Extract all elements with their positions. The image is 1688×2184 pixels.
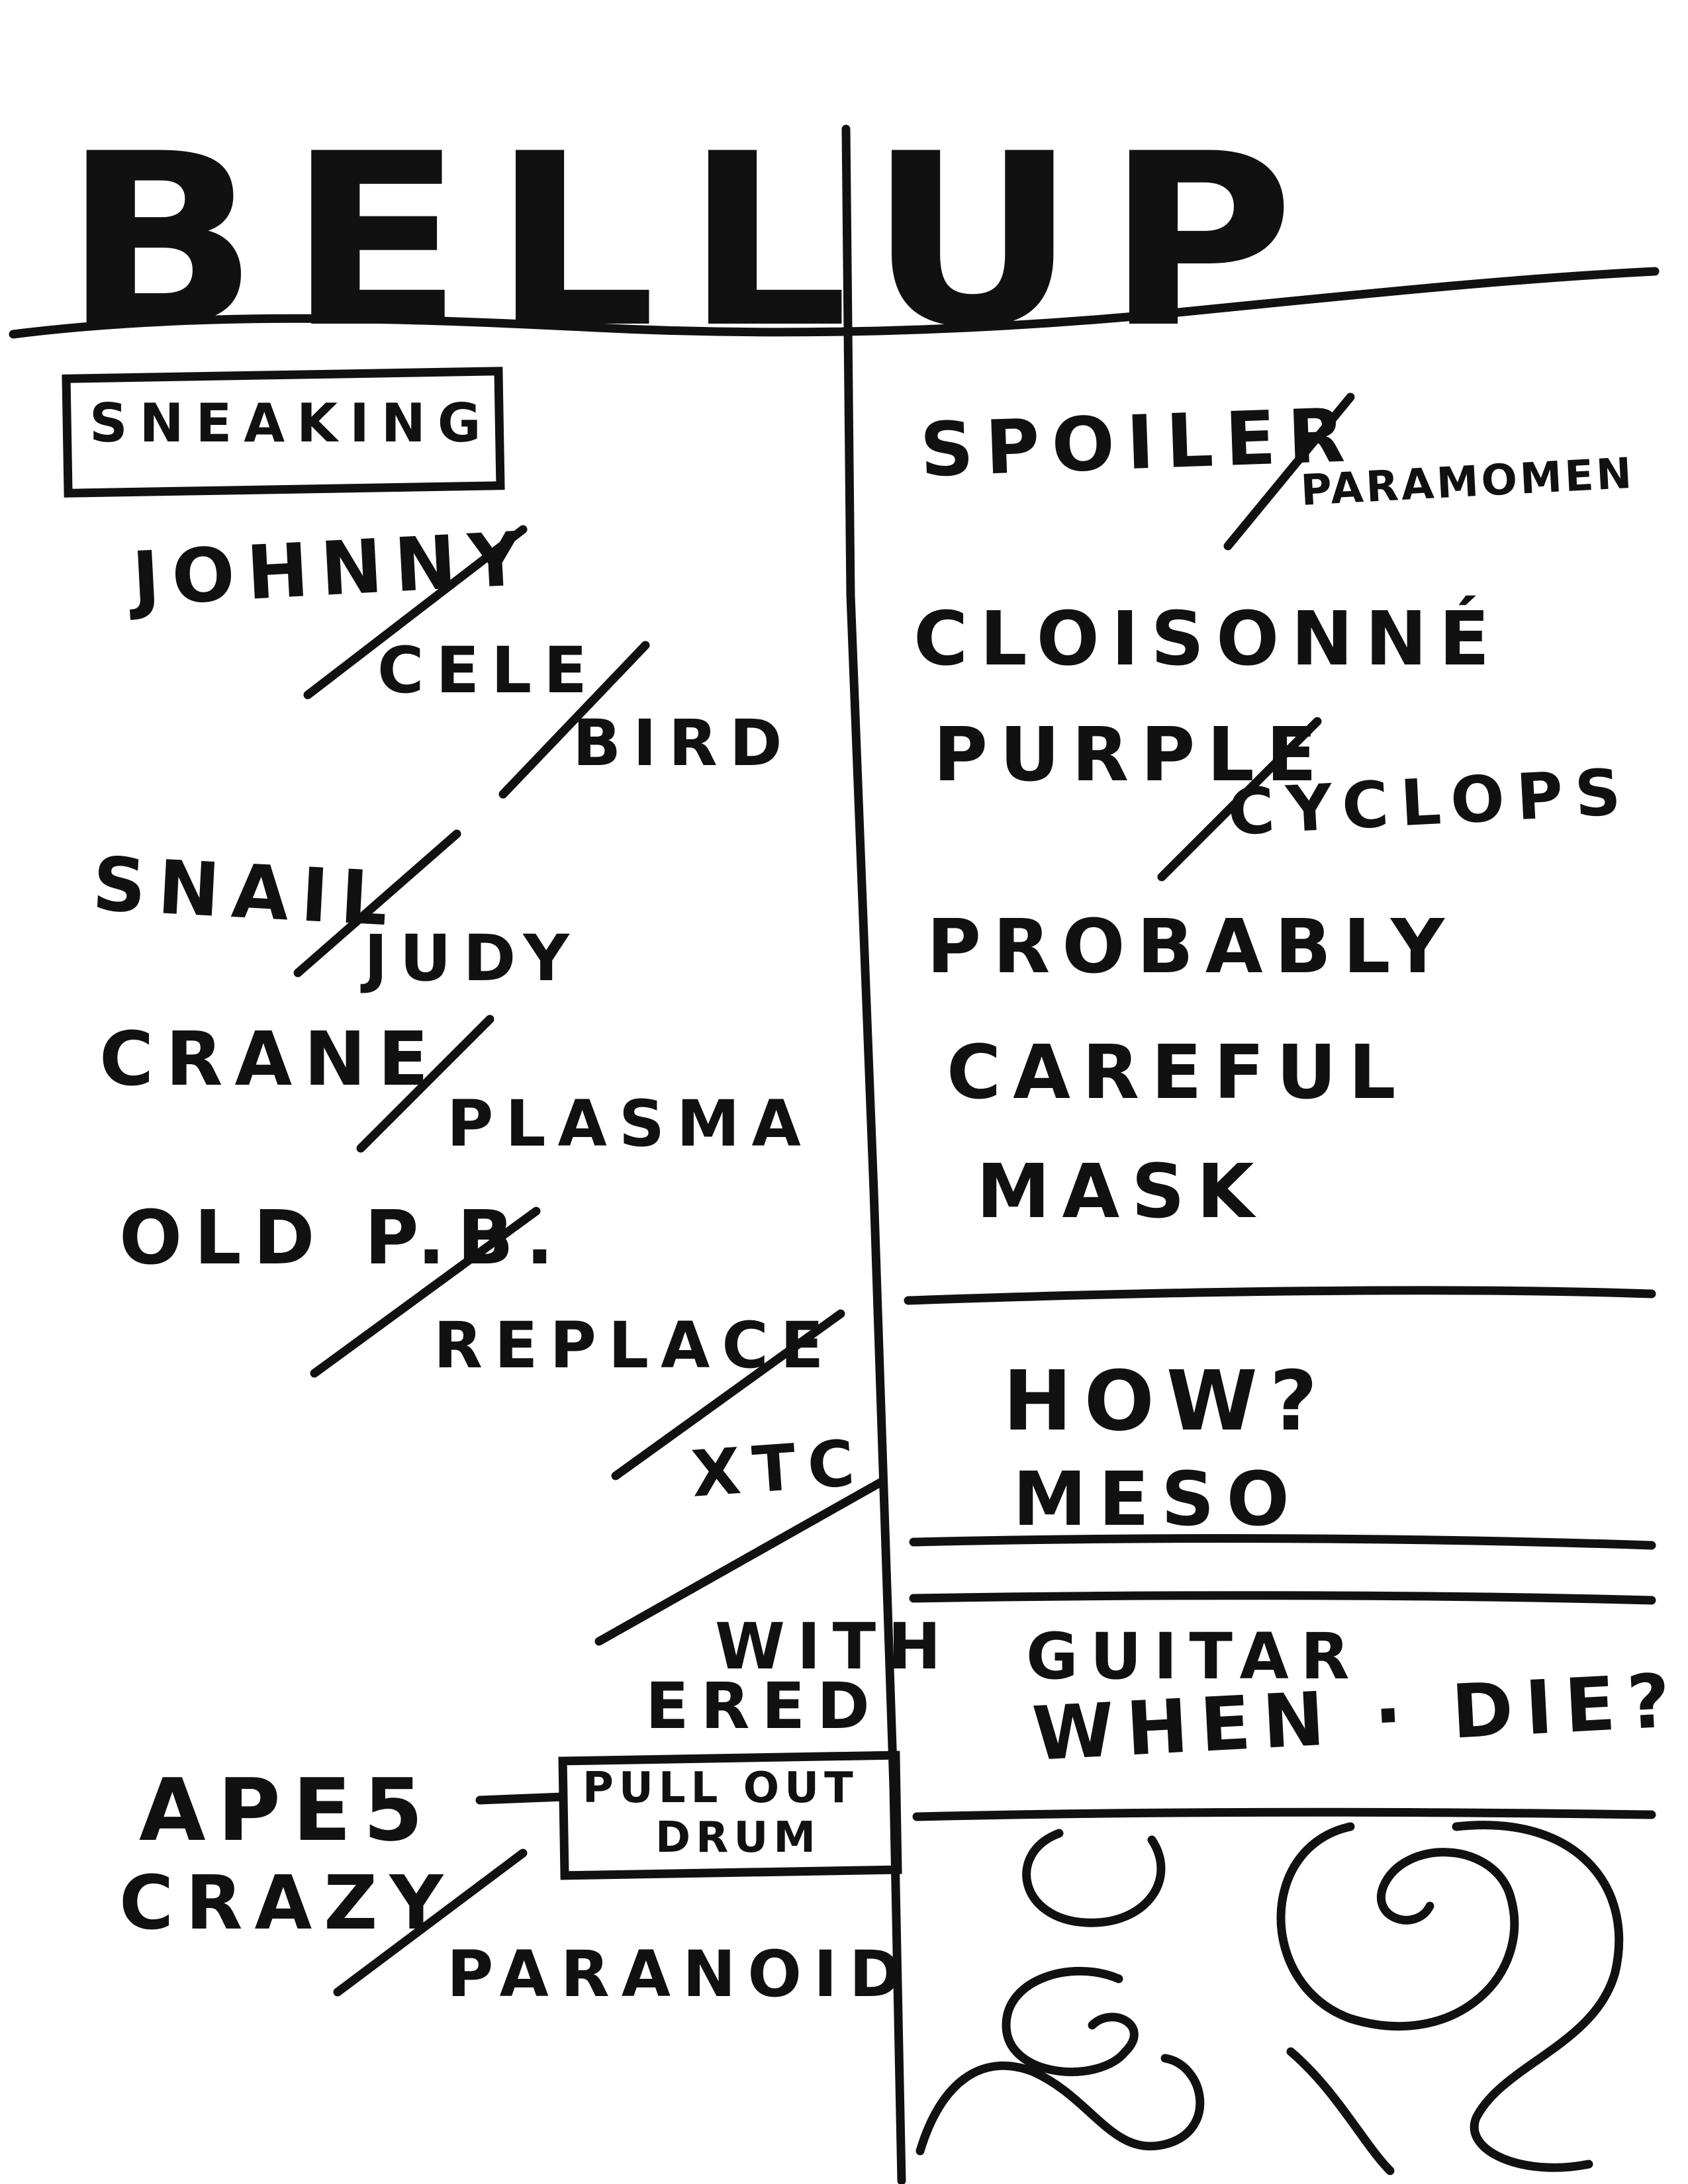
item-careful: CAREFUL	[947, 1030, 1408, 1116]
item-ered: ERED	[645, 1669, 882, 1743]
item-cloisonne: CLOISONNÉ	[914, 596, 1502, 682]
slash-spoiler-paramomen	[1223, 392, 1355, 551]
item-old-pb: OLD P.B.	[119, 1195, 566, 1281]
item-cyclops: CYCLOPS	[1226, 754, 1634, 850]
slash-xtc-withered	[594, 1478, 885, 1646]
item-crazy: CRAZY	[119, 1860, 455, 1946]
right-divider-line-3	[909, 1591, 1656, 1605]
swirl-doodles	[915, 1821, 1624, 2175]
right-divider-line-1	[904, 1286, 1656, 1305]
item-johnny: JOHNNY	[130, 516, 536, 623]
item-spoiler: SPOILER	[918, 392, 1358, 494]
slash-cele-bird	[498, 641, 650, 799]
slash-johnny-cele	[303, 525, 528, 700]
item-mask: MASK	[976, 1149, 1266, 1235]
right-divider-line-2	[909, 1534, 1656, 1550]
item-guitar: GUITAR	[1026, 1619, 1362, 1694]
item-bird: BIRD	[573, 706, 794, 780]
item-crane: CRANE	[99, 1017, 441, 1103]
item-purple: PURPLE	[933, 712, 1329, 798]
center-divider-line	[841, 124, 906, 2184]
item-with: WITH	[715, 1610, 953, 1684]
slash-replace-xtc	[611, 1309, 845, 1480]
item-cele: CELE	[377, 633, 599, 707]
item-drum: DRUM	[655, 1813, 821, 1862]
item-probably: PROBABLY	[927, 904, 1456, 990]
item-snail: SNAIL	[90, 841, 402, 944]
slash-crazy-paranoid	[333, 1848, 528, 1997]
arrow-apes-to-box	[475, 1792, 567, 1805]
sneaking-heading: SNEAKING	[89, 392, 493, 454]
item-judy: JUDY	[364, 921, 581, 995]
item-paranoid: PARANOID	[447, 1937, 914, 2011]
slash-crane-plasma	[356, 1015, 494, 1153]
page-title-bellup: BELLUP	[63, 103, 1323, 380]
slash-snail-judy	[293, 829, 461, 978]
item-how: HOW?	[1003, 1353, 1330, 1449]
slash-purple-cyclops	[1157, 717, 1322, 882]
item-replace: REPLACE	[434, 1308, 836, 1383]
item-meso: MESO	[1013, 1457, 1301, 1543]
item-xtc: XTC	[689, 1425, 869, 1512]
right-divider-line-4	[912, 1807, 1656, 1821]
item-apes: APE5	[139, 1760, 436, 1860]
header-divider-line	[9, 267, 1660, 339]
slash-oldpb-replace	[310, 1206, 541, 1378]
item-plasma: PLASMA	[447, 1087, 813, 1161]
item-pull-out: PULL OUT	[583, 1764, 859, 1813]
